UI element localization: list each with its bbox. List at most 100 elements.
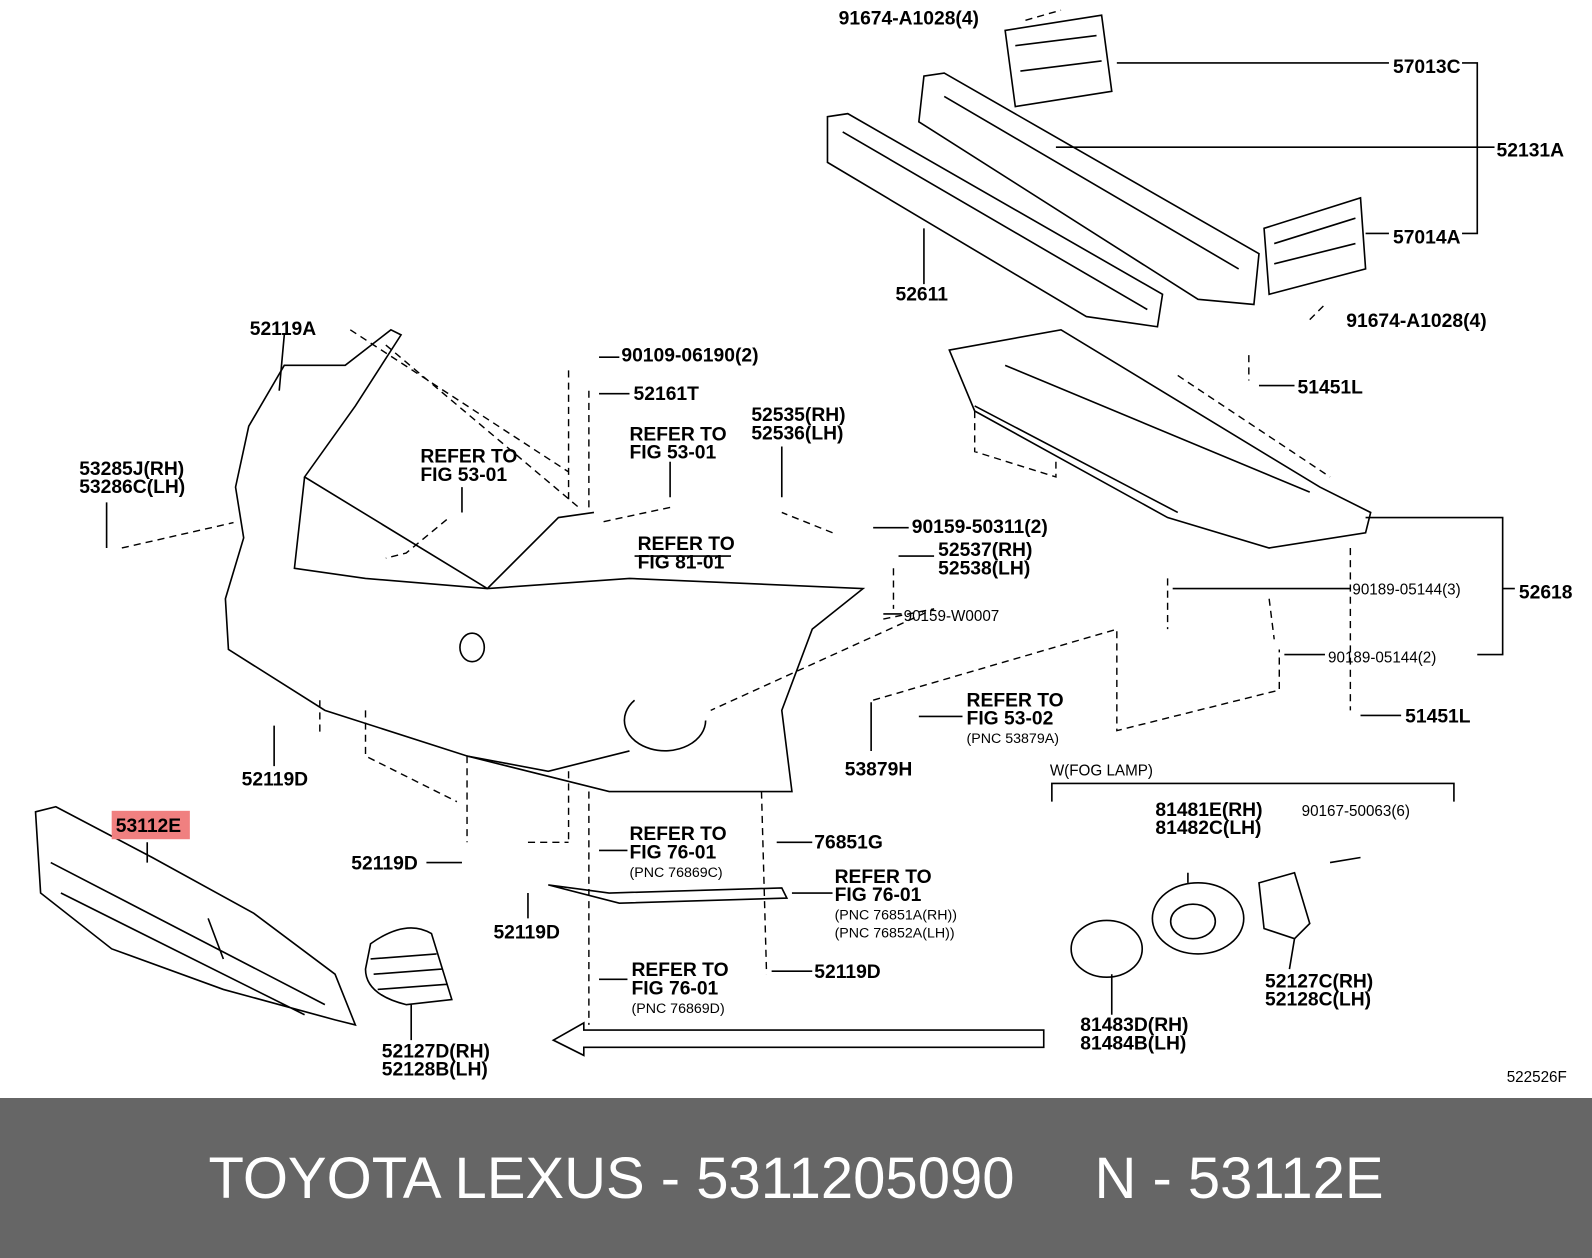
callout-label: 90189-05144(2) [1328, 650, 1436, 667]
highlight-53112e [111, 810, 190, 840]
callout-label: FIG 81-01 [638, 552, 725, 573]
fog-lamp-group-bracket [1051, 782, 1455, 802]
callout-label: 90109-06190(2) [621, 345, 758, 366]
callout-label: REFER TO [629, 424, 726, 445]
callout-label: FIG 76-01 [835, 885, 922, 906]
callout-52131a: 52131A [1497, 140, 1565, 161]
lower-grille-53112e [34, 805, 357, 1027]
front-direction-arrow [551, 1021, 1045, 1057]
molding [548, 884, 789, 904]
fog-bracket-52127c [1258, 871, 1311, 940]
callout-label: FIG 53-02 [967, 709, 1054, 730]
callout-52127c: 52127C(RH)52128C(LH) [1265, 971, 1373, 1010]
callout-81483d: 81483D(RH)81484B(LH) [1080, 1015, 1188, 1054]
callout-52127d: 52127D(RH)52128B(LH) [382, 1041, 490, 1080]
callout-label: 91674-A1028(4) [839, 8, 979, 29]
callout-53112e: 53112E [116, 816, 182, 837]
bumper-hole [459, 632, 486, 663]
callout-51451l-bottom: 51451L [1405, 707, 1471, 728]
callout-label: REFER TO [632, 960, 729, 981]
callout-52161t: 52161T [634, 384, 700, 405]
callout-label: 90167-50063(6) [1302, 803, 1410, 820]
callout-label: (PNC 76852A(LH)) [835, 926, 955, 942]
callout-label: 52127C(RH) [1265, 971, 1373, 992]
callout-53285j: 53285J(RH)53286C(LH) [79, 459, 185, 498]
callout-label: 52127D(RH) [382, 1041, 490, 1062]
bumper-cover-52119a [224, 328, 866, 793]
footer-banner: TOYOTA LEXUS - 5311205090 N - 53112E [0, 1098, 1592, 1258]
callout-57013c: 57013C [1393, 57, 1461, 78]
callout-label: 52119D [242, 769, 309, 790]
leader-lines [105, 62, 1515, 1041]
callout-label: 81483D(RH) [1080, 1015, 1188, 1036]
parts-diagram: 91674-A1028(4) 57013C 52131A 57014A 52611 916… [34, 8, 1573, 1086]
callout-52119a: 52119A [250, 319, 317, 340]
diagram-id: 522526F [1507, 1069, 1567, 1086]
callout-label: 57013C [1393, 57, 1461, 78]
callout-52119d-4: 52119D [814, 962, 881, 983]
callout-label: REFER TO [638, 534, 735, 555]
callout-90159-50311: 90159-50311(2) [912, 517, 1048, 538]
callout-fog-lamp-group: W(FOG LAMP) [1050, 762, 1153, 779]
callout-52119d-2: 52119D [351, 854, 418, 875]
callout-label: 81481E(RH) [1155, 800, 1262, 821]
callout-label: (PNC 76869C) [629, 865, 722, 881]
callout-label: 76851G [814, 832, 883, 853]
callout-label: 81482C(LH) [1155, 818, 1261, 839]
fog-cover-81481e [1151, 882, 1245, 955]
bracket-57014a [1263, 196, 1367, 296]
callout-label: FIG 76-01 [632, 978, 719, 999]
callout-76851g: 76851G [814, 832, 883, 853]
callout-57014a: 57014A [1393, 228, 1461, 249]
callout-53879h: 53879H [845, 759, 913, 780]
bumper-contour [293, 476, 707, 773]
callout-label: 52618 [1519, 583, 1573, 604]
callout-51451l-top: 51451L [1298, 378, 1364, 399]
callout-label: (PNC 76851A(RH)) [835, 907, 957, 923]
bracket-57013c [1004, 14, 1113, 108]
callout-label: (PNC 53879A) [967, 731, 1059, 747]
callout-label: REFER TO [835, 867, 932, 888]
footer-part-number: TOYOTA LEXUS - 5311205090 [208, 1145, 1015, 1211]
callout-label: 52131A [1497, 140, 1565, 161]
callout-label: 52119D [351, 854, 418, 875]
diagram-drawing [34, 9, 1515, 1057]
callout-52119d-1: 52119D [242, 769, 309, 790]
fog-ring-81483d [1070, 919, 1144, 979]
callout-52611: 52611 [896, 284, 949, 305]
callout-label: 52161T [634, 384, 700, 405]
callout-91674-a1028-top: 91674-A1028(4) [839, 8, 979, 29]
callout-52537: 52537(RH)52538(LH) [938, 540, 1032, 579]
callout-labels: 91674-A1028(4) 57013C 52131A 57014A 52611 916… [79, 8, 1573, 1085]
callout-label: 52119D [814, 962, 881, 983]
callout-label: FIG 53-01 [629, 443, 716, 464]
footer-reference: N - 53112E [1094, 1145, 1384, 1211]
callout-label: 52119A [250, 319, 317, 340]
callout-label: REFER TO [629, 824, 726, 845]
callout-52618: 52618 [1519, 583, 1573, 604]
callout-label: 90189-05144(3) [1352, 582, 1460, 599]
callout-label: 53285J(RH) [79, 459, 184, 480]
callout-label: 52119D [493, 923, 560, 944]
callout-52535: 52535(RH)52536(LH) [751, 405, 845, 444]
callout-91674-a1028-bottom: 91674-A1028(4) [1346, 311, 1486, 332]
callout-label: FIG 53-01 [420, 465, 507, 486]
fog-cover-inner [1169, 903, 1217, 940]
callout-90189-05144-2: 90189-05144(2) [1328, 650, 1436, 667]
callout-label: 51451L [1405, 707, 1471, 728]
callout-label: (PNC 76869D) [632, 1001, 725, 1017]
callout-label: 52611 [896, 284, 949, 305]
callout-label: 53112E [116, 816, 182, 837]
callout-label: 90159-50311(2) [912, 517, 1048, 538]
callout-label: 52535(RH) [751, 405, 845, 426]
callout-label: 52128C(LH) [1265, 990, 1371, 1011]
callout-label: W(FOG LAMP) [1050, 762, 1153, 779]
callout-label: REFER TO [420, 447, 517, 468]
